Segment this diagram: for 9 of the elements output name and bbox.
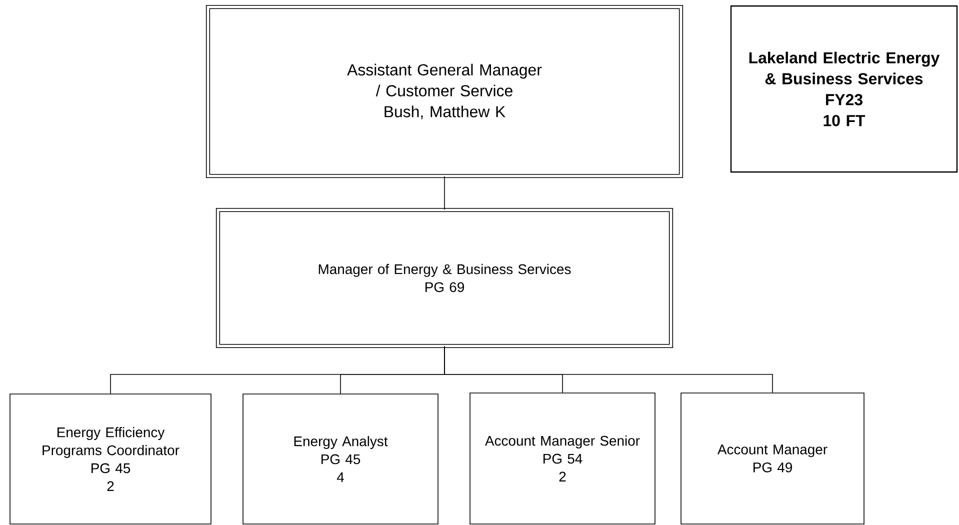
position-box: Assistant General Manager / Customer Service Bush, Matthew K [206,4,684,178]
position-box: Energy Efficiency Programs Coordinator PG 45 2 [10,394,212,524]
connector-line [444,346,773,393]
title-box: Lakeland Electric Energy & Business Services FY23 10 FT [730,5,958,173]
connector-line [444,176,445,210]
position-box: Manager of Energy & Business Services PG 69 [216,208,674,348]
position-box: Account Manager Senior PG 54 2 [470,392,656,524]
position-box: Energy Analyst PG 45 4 [242,394,438,524]
position-box: Account Manager PG 49 [680,392,864,524]
